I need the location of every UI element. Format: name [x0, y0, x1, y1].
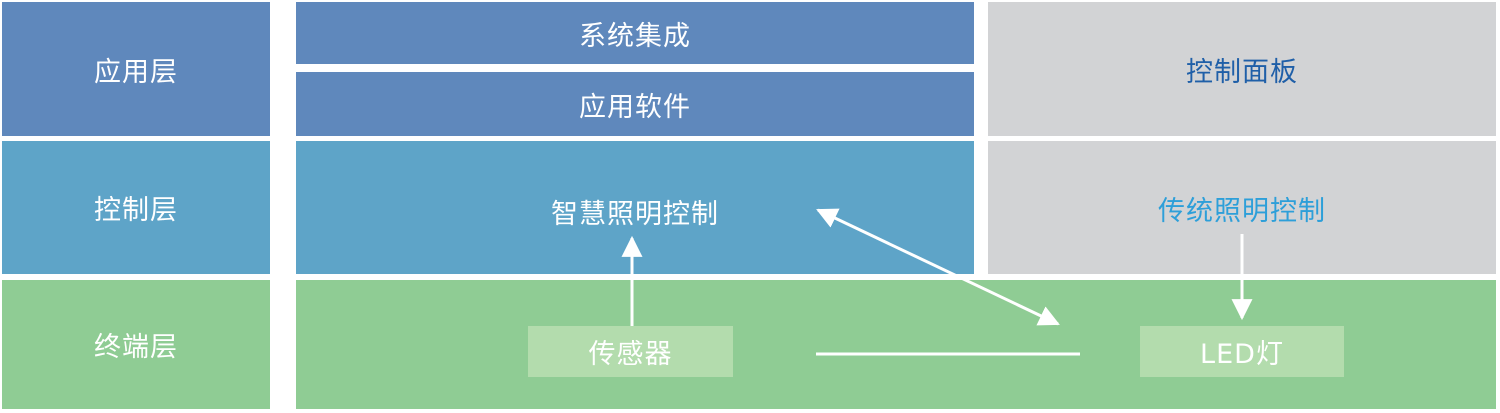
control-panel-text: 控制面板 — [1186, 56, 1298, 88]
control-panel-block: 控制面板 — [988, 2, 1496, 136]
application-software-text: 应用软件 — [579, 91, 691, 123]
traditional-lighting-control-block: 传统照明控制 — [988, 141, 1496, 274]
control-layer-text: 控制层 — [94, 195, 178, 226]
terminal-layer-text: 终端层 — [94, 332, 178, 363]
led-light-text: LED灯 — [1200, 339, 1284, 370]
traditional-lighting-control-text: 传统照明控制 — [1158, 196, 1326, 227]
application-layer-label: 应用层 — [2, 2, 270, 136]
application-software-block: 应用软件 — [296, 72, 974, 136]
system-integration-text: 系统集成 — [579, 20, 691, 52]
application-layer-text: 应用层 — [94, 56, 178, 88]
control-layer-label: 控制层 — [2, 141, 270, 274]
sensor-block: 传感器 — [528, 326, 733, 377]
led-light-block: LED灯 — [1140, 326, 1344, 377]
smart-lighting-control-block: 智慧照明控制 — [296, 141, 974, 274]
smart-lighting-control-text: 智慧照明控制 — [551, 199, 719, 230]
sensor-text: 传感器 — [588, 339, 673, 370]
system-integration-block: 系统集成 — [296, 2, 974, 64]
terminal-layer-label: 终端层 — [2, 280, 270, 409]
